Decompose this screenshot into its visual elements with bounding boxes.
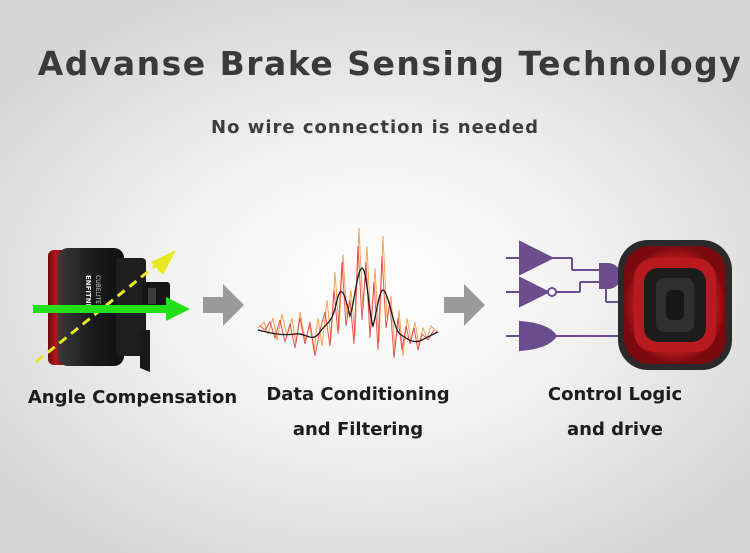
- device-model-text: CUBELITE II: [94, 275, 101, 310]
- flow-arrow-1: [203, 284, 244, 326]
- tail-light: [618, 240, 732, 370]
- caption-angle-compensation-text: Angle Compensation: [27, 387, 238, 408]
- device-brand-text: ENFITNIX: [84, 275, 92, 312]
- caption-control-logic-line1: Control Logic: [547, 384, 683, 405]
- caption-control-logic: Control Logic and drive: [510, 377, 720, 447]
- caption-data-conditioning-line1: Data Conditioning: [266, 384, 450, 405]
- flow-arrow-2: [444, 284, 485, 326]
- green-horizontal-arrow: [33, 297, 190, 321]
- subheadline: No wire connection is needed: [211, 117, 539, 138]
- signal-plot: [257, 227, 439, 359]
- caption-data-conditioning: Data Conditioning and Filtering: [248, 377, 468, 447]
- logic-circuit: [506, 240, 632, 352]
- caption-angle-compensation: Angle Compensation: [20, 380, 245, 415]
- headline: Advanse Brake Sensing Technology: [37, 44, 743, 83]
- caption-control-logic-line2: and drive: [567, 419, 663, 440]
- caption-data-conditioning-line2: and Filtering: [292, 419, 424, 440]
